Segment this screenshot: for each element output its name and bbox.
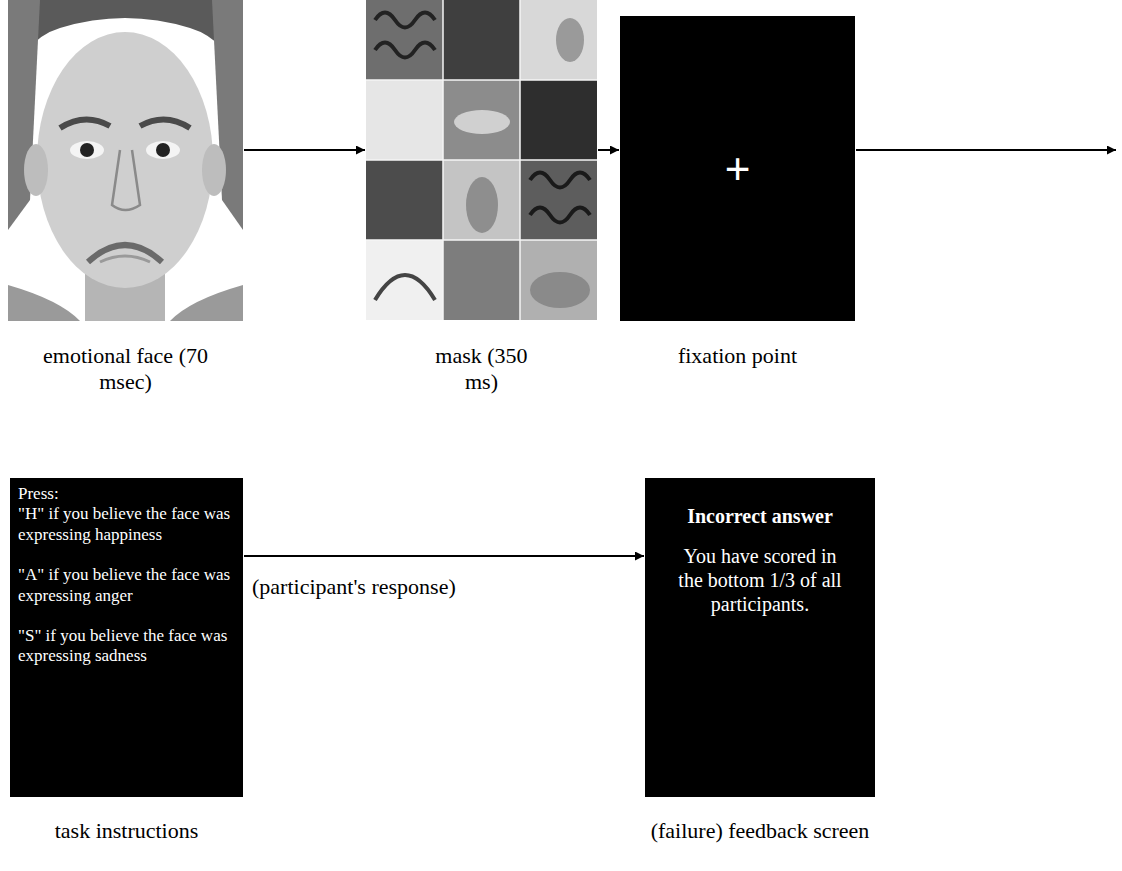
pupil [80,143,94,157]
collar-fragment [375,275,435,300]
lower-lip [100,256,150,262]
photo-ground [8,0,243,321]
instruction-text: Press: [18,484,235,504]
ear-fragment [466,177,498,233]
face-photo [8,0,243,321]
chin-fragment [530,272,590,308]
mask-tile [443,240,520,320]
instruction-text: "S" if you believe the face was expressi… [18,626,235,667]
mask-tile [443,0,520,80]
fixation-screen: +fixation point [620,16,855,321]
instruction-screen: Press:"H" if you believe the face was ex… [10,478,243,797]
edge-label: (participant's response) [250,574,458,600]
fixation-cross: + [725,147,751,191]
feedback-heading: Incorrect answer [685,504,835,528]
mask-tile [366,160,443,240]
connector-layer [244,150,644,556]
instruction-text: "A" if you believe the face was expressi… [18,565,235,606]
hair-side [212,0,243,230]
face-skin [37,32,213,288]
mask-tile [520,240,597,320]
mask-tile [443,80,520,160]
flow-arrow [598,149,619,151]
mask-tile [366,240,443,320]
shirt [8,285,80,321]
pupil [156,143,170,157]
eye [146,141,180,159]
eyebrow [60,119,110,128]
hair-fragment [530,173,590,223]
mask-tile [366,0,443,80]
flow-arrow [244,149,365,151]
hair-fragment [375,13,435,58]
stage-caption: task instructions [55,818,199,844]
instruction-text: "H" if you believe the face was expressi… [18,504,235,545]
feedback-screen: Incorrect answerYou have scored in the b… [645,478,875,797]
stage-caption: fixation point [678,343,797,369]
tile-seams [366,0,597,320]
mask-tile [520,160,597,240]
ear [24,144,48,196]
mask-tile [443,160,520,240]
mask-tile [520,80,597,160]
eye [70,141,104,159]
stage-caption: emotional face (70 msec) [33,343,218,396]
mask-collage [366,0,597,320]
continuation-arrow [856,149,1116,151]
lip-fragment [454,110,510,134]
mask-image: mask (350 ms) [366,0,597,321]
stimulus-image: emotional face (70 msec) [8,0,243,321]
mouth [88,245,162,262]
mask-tile [366,80,443,160]
nose-fragment [556,18,584,62]
mask-tile [520,0,597,80]
eyebrow [140,119,190,128]
flow-arrow [244,555,644,557]
nose [112,150,140,210]
shirt [170,285,243,321]
ear [202,144,226,196]
stage-caption: mask (350 ms) [427,343,537,396]
stage-caption: (failure) feedback screen [651,818,870,844]
feedback-text: You have scored in the bottom 1/3 of all… [669,544,851,616]
